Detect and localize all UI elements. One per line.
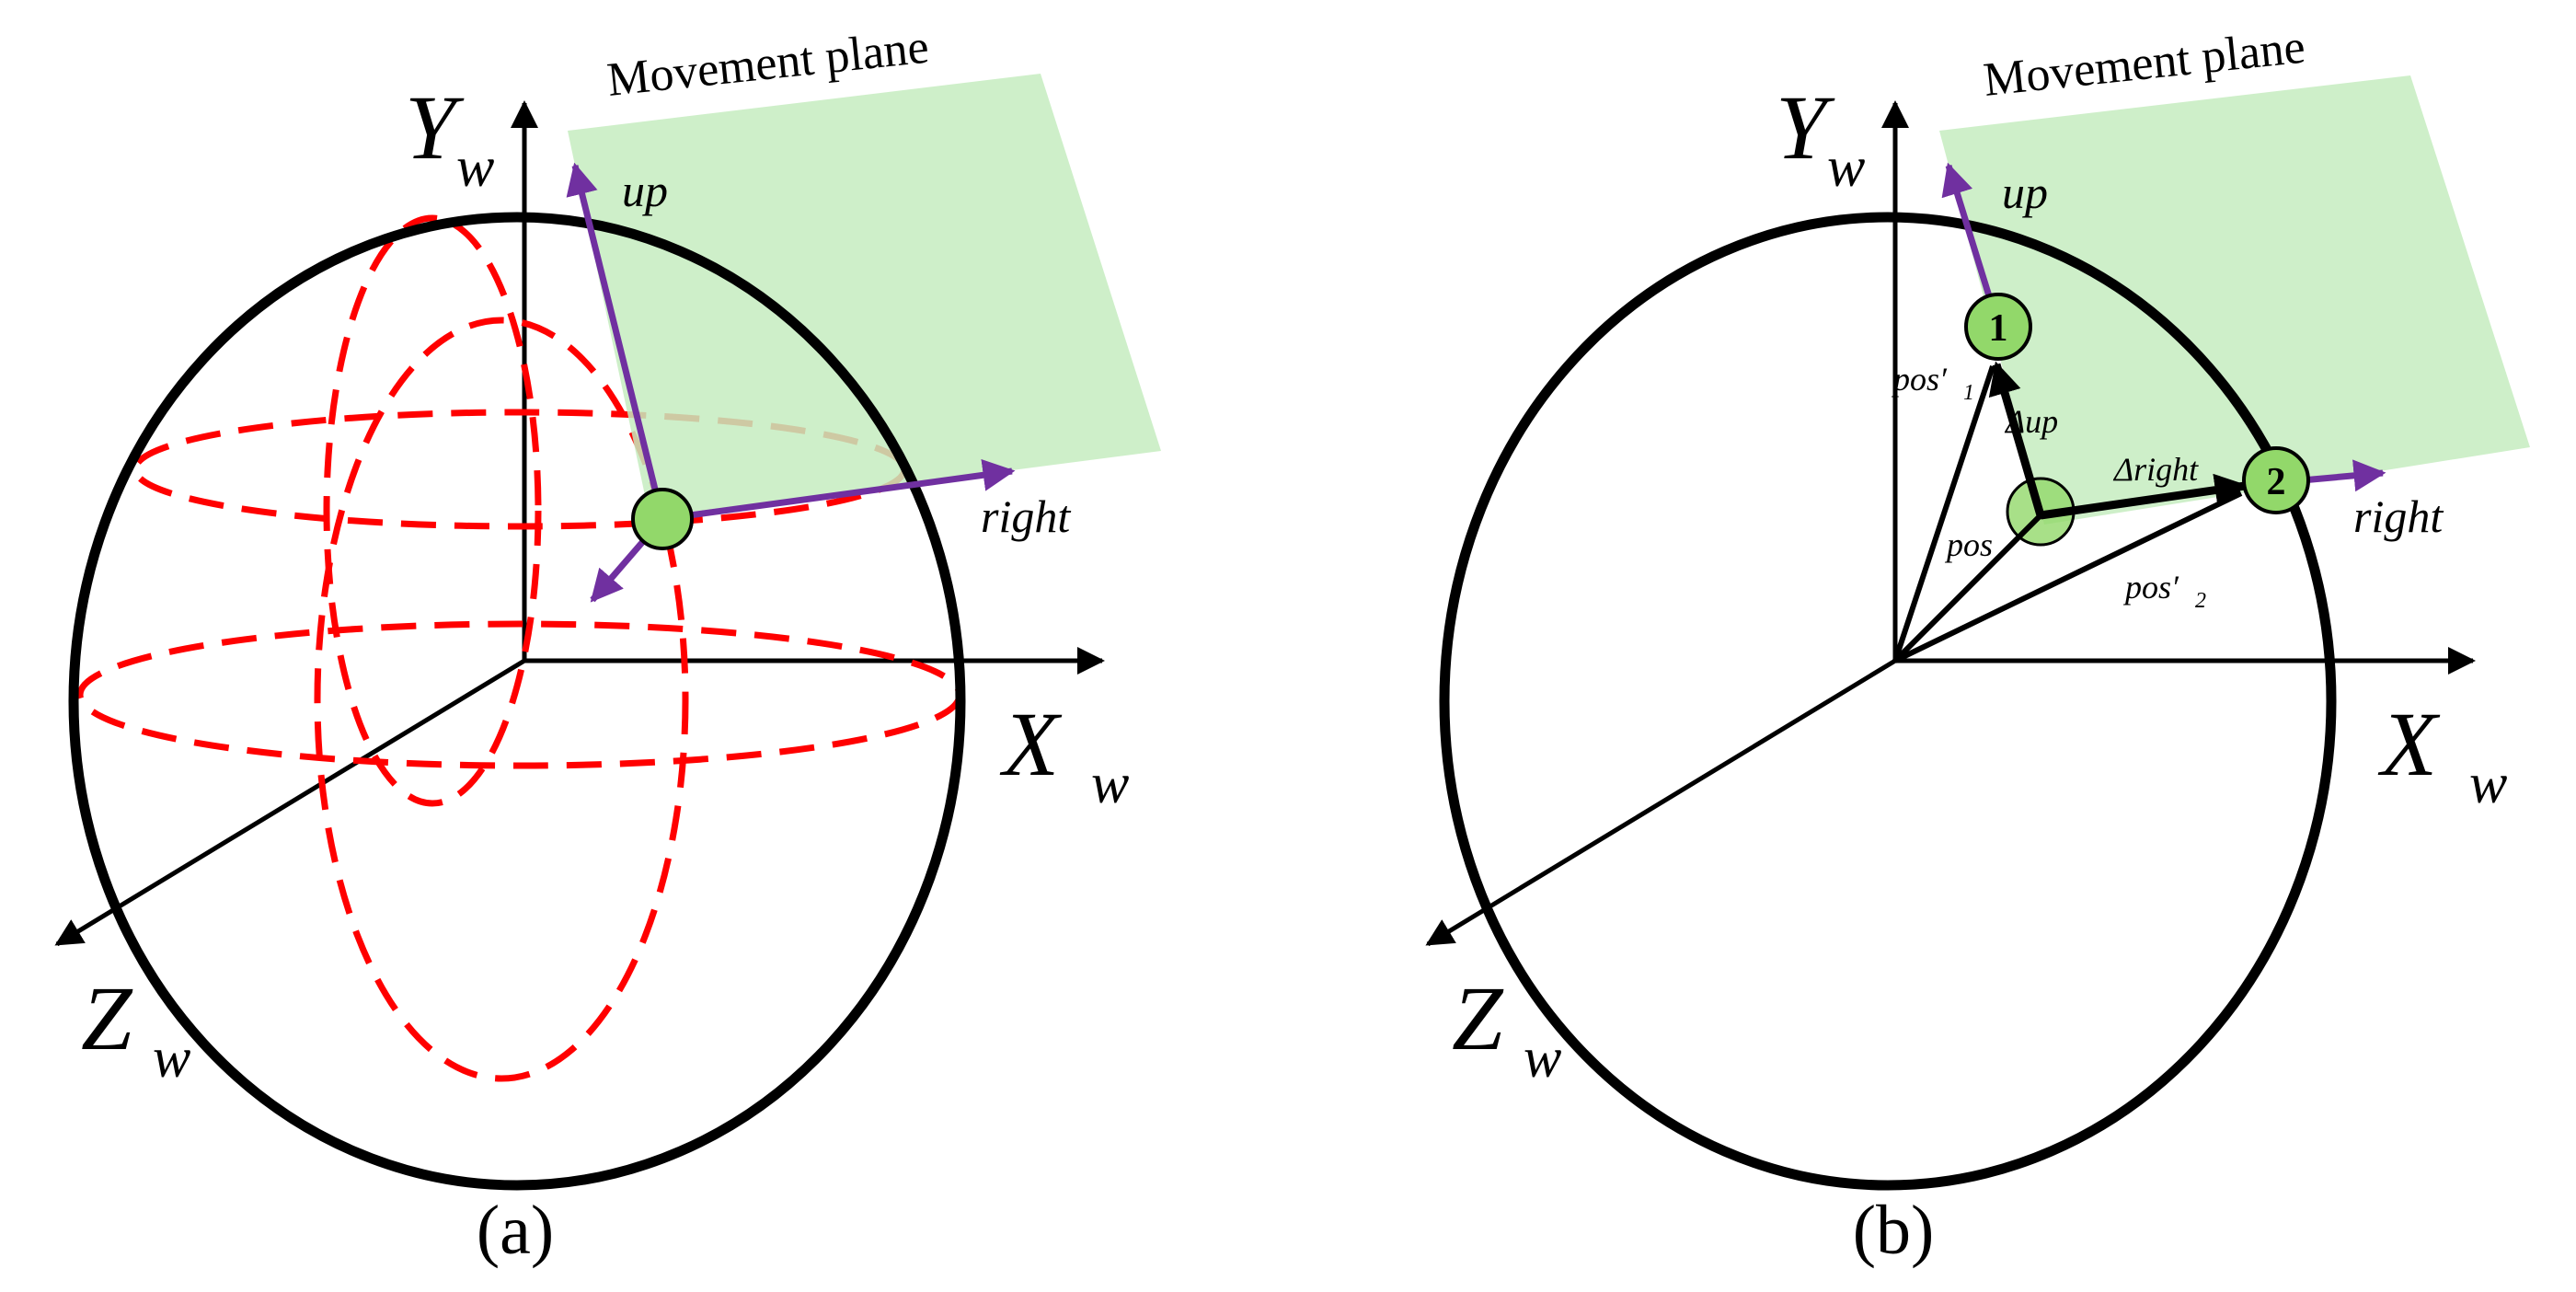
pos2-subscript: 2 xyxy=(2195,589,2206,613)
node-2 xyxy=(2242,446,2310,514)
pos2-vector xyxy=(1893,490,2243,663)
panel-a: Movement plane up right Y w X w Z w (a) xyxy=(54,21,1161,1269)
pos-vector xyxy=(1892,513,2043,663)
x-axis-label: X xyxy=(2377,693,2441,795)
right-label: right xyxy=(2353,490,2444,542)
pos1-vector xyxy=(1892,365,1995,662)
delta-up-vector xyxy=(1988,361,2045,517)
caption-b: (b) xyxy=(1853,1192,1935,1269)
up-label: up xyxy=(2002,167,2048,218)
movement-plane xyxy=(568,74,1161,517)
node-2-label: 2 xyxy=(2267,461,2286,503)
y-axis-label: Y xyxy=(405,76,465,179)
up-vector xyxy=(566,162,666,520)
sphere-outline xyxy=(68,212,966,1191)
z-axis-label: Z xyxy=(1452,967,1504,1069)
meridian-front-dashed xyxy=(314,317,689,1082)
node-1 xyxy=(1964,293,2032,361)
node-1-label: 1 xyxy=(1989,307,2008,350)
meridian-back-dashed xyxy=(323,214,542,807)
delta-right-vector xyxy=(2040,473,2248,520)
sphere-point xyxy=(631,488,694,550)
panel-b: 1 2 Movement plane up right pos′ 1 Δup Δ… xyxy=(1425,21,2530,1269)
movement-plane xyxy=(1939,75,2530,525)
caption-a: (a) xyxy=(477,1192,554,1269)
y-axis-subscript: w xyxy=(1827,136,1865,199)
pos-label: pos xyxy=(1944,526,1993,563)
z-axis xyxy=(1425,658,1897,947)
y-axis-label: Y xyxy=(1776,76,1835,179)
z-axis xyxy=(54,658,526,947)
equator-dashed xyxy=(76,620,963,769)
x-axis-label: X xyxy=(999,693,1063,795)
x-axis-subscript: w xyxy=(1091,753,1129,815)
pos1-subscript: 1 xyxy=(1963,381,1974,405)
up-label: up xyxy=(622,165,668,216)
z-axis-subscript: w xyxy=(153,1027,190,1090)
delta-up-label: Δup xyxy=(2004,403,2058,440)
delta-right-label: Δright xyxy=(2112,451,2199,488)
right-vector xyxy=(2301,459,2386,492)
x-axis-subscript: w xyxy=(2469,753,2507,815)
z-axis-subscript: w xyxy=(1524,1027,1561,1090)
pos2-label: pos′ xyxy=(2122,569,2179,606)
y-axis-subscript: w xyxy=(456,136,494,199)
right-label: right xyxy=(981,490,1071,542)
z-axis-label: Z xyxy=(81,967,133,1069)
pos1-label: pos′ xyxy=(1891,361,1948,398)
sphere-outline xyxy=(1439,212,2337,1191)
right-vector xyxy=(661,458,1016,523)
